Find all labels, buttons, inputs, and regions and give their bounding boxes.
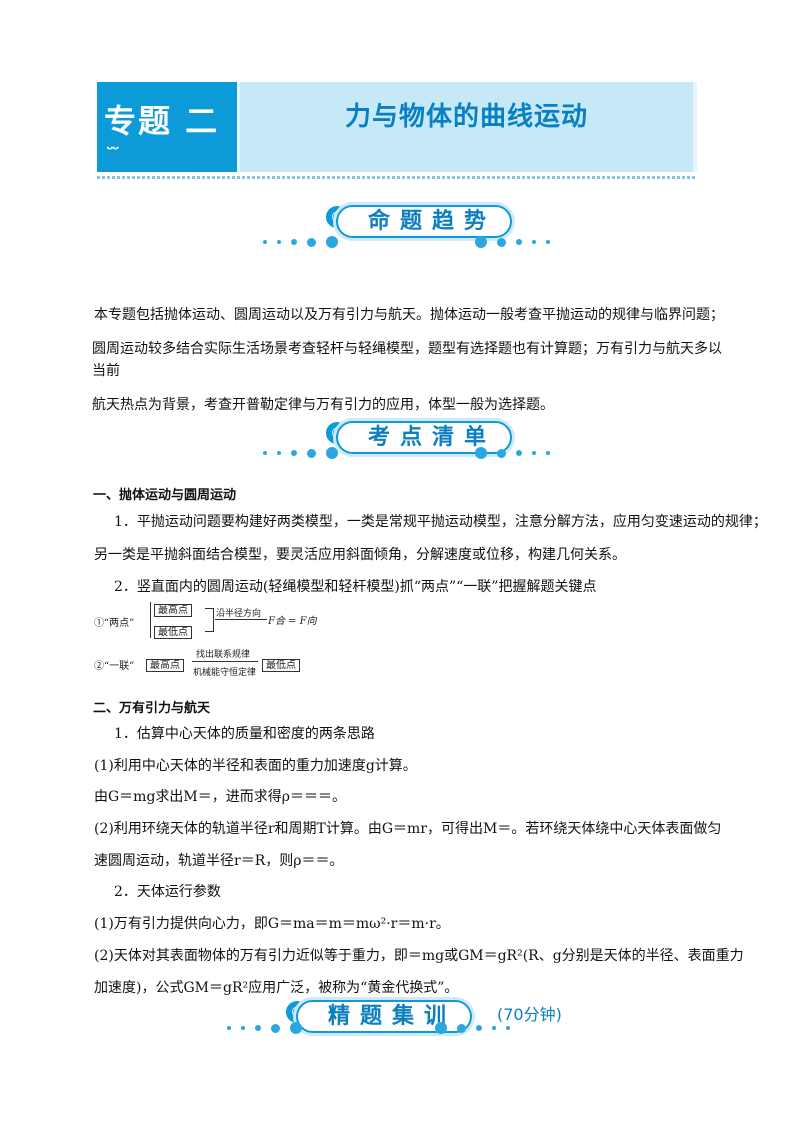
diagram-join-bracket (205, 608, 214, 632)
part2-line: (2)利用环绕天体的轨道半径r和周期T计算。由G＝mr，可得出M＝。若环绕天体绕… (94, 821, 722, 837)
part1-item1-line2: 另一类是平抛斜面结合模型，要灵活应用斜面倾角，分解速度或位移，构建几何关系。 (94, 547, 626, 563)
intro-line: 本专题包括抛体运动、圆周运动以及万有引力与航天。抛体运动一般考查平抛运动的规律与… (94, 307, 724, 323)
part2-line: 2．天体运行参数 (114, 884, 221, 900)
diagram-top-point: 最高点 (154, 601, 192, 617)
diagram-row2-label: ②“一联” (94, 661, 135, 672)
part1-item1-line1: 1．平抛运动问题要构建好两类模型，一类是常规平抛运动模型，注意分解方法，应用匀变… (114, 514, 767, 530)
diagram-low-point: 最低点 (154, 623, 192, 639)
topic-tag-block (97, 82, 237, 172)
section-trend-heading: 命题趋势 (336, 203, 513, 238)
intro-line: 航天热点为背景，考查开普勒定律与万有引力的应用，体型一般为选择题。 (92, 397, 554, 413)
part2-line: 1．估算中心天体的质量和密度的两条思路 (114, 726, 375, 742)
part2-line: 由G＝mg求出M＝，进而求得ρ＝＝＝。 (94, 789, 346, 805)
diagram-row1-label: ①“两点” (94, 618, 135, 629)
section-dots-right (430, 1022, 515, 1034)
diagram-link-line (192, 661, 258, 662)
section-dots-left (258, 447, 343, 459)
diagram-formula: F合 = F向 (268, 616, 317, 627)
section-trend-label: 命题趋势 (336, 205, 513, 238)
topic-tag: 专题 二 (104, 102, 220, 140)
intro-paragraph: 本专题包括抛体运动、圆周运动以及万有引力与航天。抛体运动一般考查平抛运动的规律与… (92, 304, 724, 416)
part2-line: (1)利用中心天体的半径和表面的重力加速度g计算。 (94, 758, 417, 774)
part2-line: 加速度)，公式GM＝gR²应用广泛，被称为“黄金代换式”。 (94, 980, 459, 996)
section-dots-left (222, 1022, 307, 1034)
diagram-end-point: 最低点 (262, 656, 300, 672)
diagram-link-bottom: 机械能守恒定律 (193, 668, 257, 678)
part2-heading: 二、万有引力与航天 (93, 701, 211, 716)
diagram-radius-dir: 沿半径方向 (216, 609, 262, 619)
part2-line: 速圆周运动，轨道半径r＝R，则ρ＝＝。 (94, 853, 344, 869)
diagram-high-point: 最高点 (146, 656, 184, 672)
part2-line: (2)天体对其表面物体的万有引力近似等于重力，即＝mg或GM＝gR²(R、g分别… (94, 948, 744, 964)
section-training-label: 精题集训 (296, 1000, 473, 1033)
diagram-link-top: 找出联系规律 (196, 650, 251, 660)
section-checklist-label: 考点清单 (336, 421, 513, 454)
section-dots-right (470, 447, 555, 459)
page-title: 力与物体的曲线运动 (344, 102, 588, 132)
section-training-heading: 精题集训 (296, 998, 473, 1033)
title-bar (240, 82, 693, 172)
diagram-brace (150, 602, 151, 638)
section-dots-right (470, 236, 555, 248)
diagram-arrow-line (215, 619, 267, 620)
section-dots-left (258, 236, 343, 248)
banner-dotted-line (97, 176, 697, 179)
part2-line: (1)万有引力提供向心力，即G＝ma＝m＝mω²·r＝m·r。 (94, 916, 450, 932)
intro-line: 圆周运动较多结合实际生活场景考查轻杆与轻绳模型，题型有选择题也有计算题；万有引力… (92, 341, 722, 379)
wave-decoration-icon: ᵕᵕ (106, 140, 120, 159)
section-checklist-heading: 考点清单 (336, 419, 513, 454)
part1-heading: 一、抛体运动与圆周运动 (93, 488, 237, 503)
training-time: (70分钟) (497, 1005, 562, 1024)
part1-item2: 2．竖直面内的圆周运动(轻绳模型和轻杆模型)抓“两点”“一联”把握解题关键点 (114, 579, 597, 595)
